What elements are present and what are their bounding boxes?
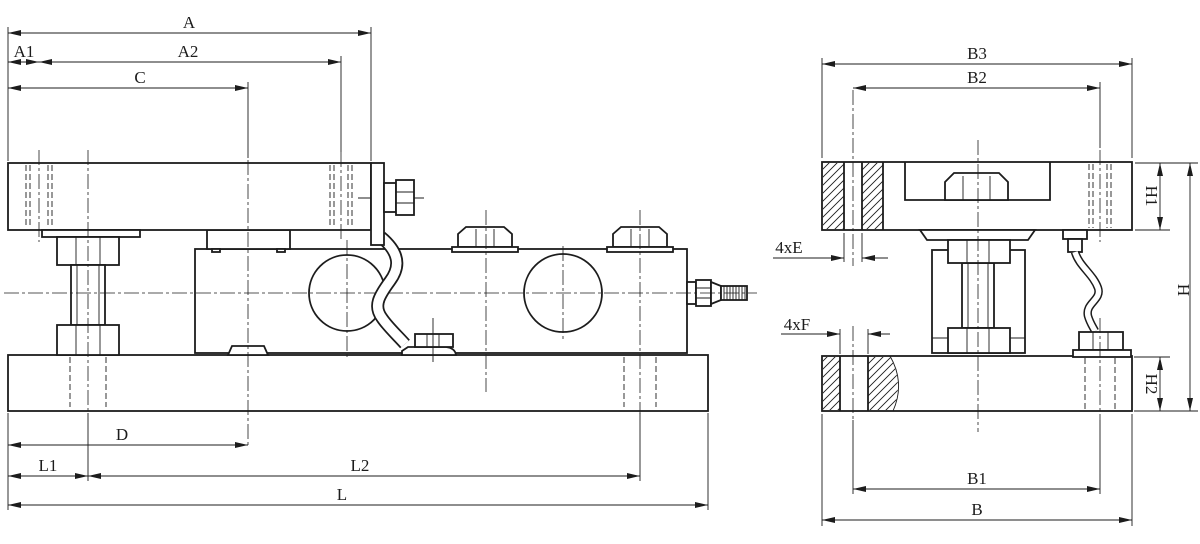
dim-label-H: H: [1174, 284, 1193, 296]
base-plate: [7, 354, 709, 412]
dim-label-C: C: [134, 68, 145, 87]
dimensions-side-view: A A1 A2 C D L1 L2 L: [7, 13, 709, 510]
dim-label-A2: A2: [178, 42, 199, 61]
cable-assembly: [1062, 229, 1132, 358]
spacer-block: [206, 229, 291, 253]
recessed-bolt-head: [944, 172, 1009, 201]
retainer-bracket: [370, 162, 415, 246]
centerlines-end-view: [852, 90, 1101, 432]
end-view: B3 B2 4xE 4xF B1 B H1 H2 H: [773, 44, 1198, 526]
hold-down-strap: [371, 232, 458, 362]
dim-label-L2: L2: [351, 456, 370, 475]
overload-stop-tab: [226, 345, 270, 356]
dim-label-A: A: [183, 13, 196, 32]
dim-label-D: D: [116, 425, 128, 444]
load-cell-end-assembly: [918, 229, 1037, 354]
top-plate-section: [821, 161, 1133, 231]
support-bolt: [41, 229, 141, 356]
dim-label-L1: L1: [39, 456, 58, 475]
cable-gland-nut: [1078, 331, 1124, 351]
dim-label-A1: A1: [14, 42, 35, 61]
dim-label-H1: H1: [1142, 186, 1161, 207]
dim-label-E: 4xE: [775, 238, 802, 257]
dim-label-B1: B1: [967, 469, 987, 488]
dim-label-F: 4xF: [784, 315, 810, 334]
dim-label-B3: B3: [967, 44, 987, 63]
base-plate-section: [821, 355, 1133, 412]
centerlines-side-view: [4, 150, 757, 448]
side-view: A A1 A2 C D L1 L2 L: [4, 13, 757, 510]
dimensions-end-view: B3 B2 4xE 4xF B1 B H1 H2 H: [773, 44, 1198, 526]
dim-label-H2: H2: [1142, 374, 1161, 395]
top-plate: [7, 162, 372, 231]
dim-label-L: L: [337, 485, 347, 504]
dim-label-B: B: [971, 500, 982, 519]
dim-label-B2: B2: [967, 68, 987, 87]
